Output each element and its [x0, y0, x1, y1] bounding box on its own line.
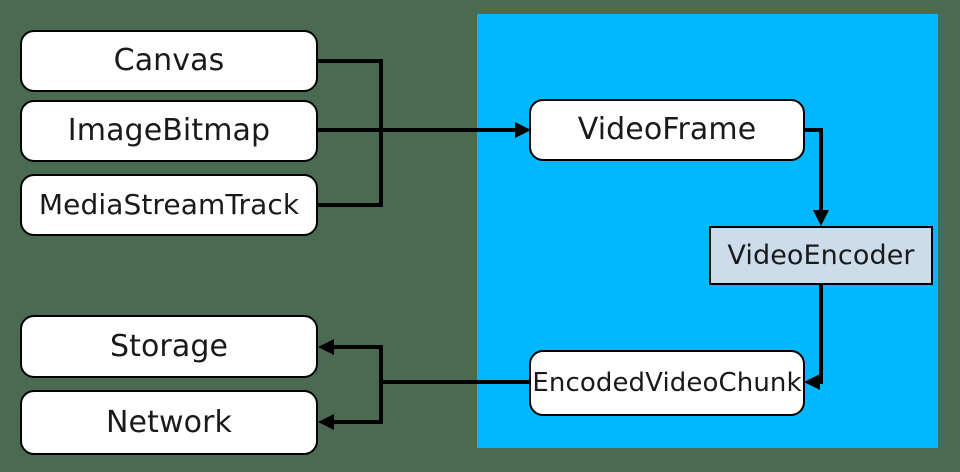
node-imagebitmap-label: ImageBitmap [67, 113, 271, 148]
node-videoencoder-label: VideoEncoder [727, 240, 915, 271]
edge-canvas-to-bus [318, 59, 383, 130]
node-videoencoder[interactable]: VideoEncoder [709, 226, 933, 285]
node-storage[interactable]: Storage [20, 315, 318, 378]
node-imagebitmap[interactable]: ImageBitmap [20, 100, 318, 162]
node-mediastreamtrack[interactable]: MediaStreamTrack [20, 174, 318, 236]
arrowhead-into-network [318, 414, 334, 430]
arrowhead-into-storage [318, 339, 334, 355]
node-encodedvideochunk-label: EncodedVideoChunk [532, 368, 802, 398]
edge-bus-to-storage [327, 345, 383, 382]
edge-bus-to-network [327, 382, 383, 424]
node-videoframe[interactable]: VideoFrame [529, 99, 805, 161]
node-encodedvideochunk[interactable]: EncodedVideoChunk [529, 350, 805, 416]
node-network[interactable]: Network [20, 390, 318, 455]
edge-mediastreamtrack-to-bus [318, 130, 383, 207]
node-canvas-label: Canvas [113, 43, 225, 78]
node-storage-label: Storage [109, 328, 229, 364]
node-network-label: Network [106, 404, 232, 440]
node-videoframe-label: VideoFrame [577, 112, 757, 147]
node-canvas[interactable]: Canvas [20, 30, 318, 92]
node-mediastreamtrack-label: MediaStreamTrack [38, 188, 300, 221]
